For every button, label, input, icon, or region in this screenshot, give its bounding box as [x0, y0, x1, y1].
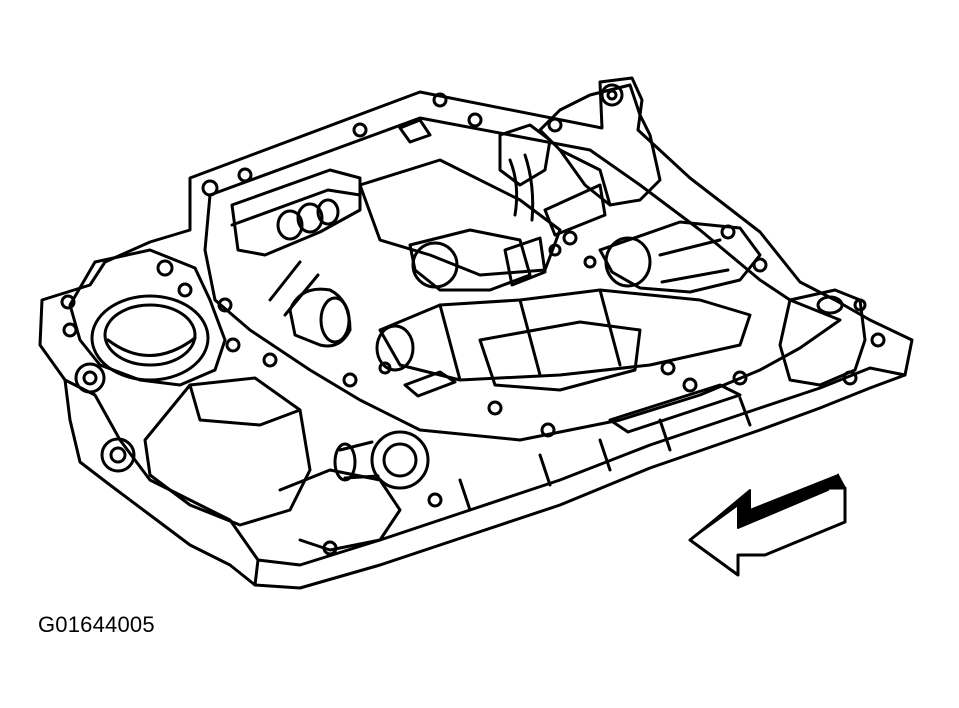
egr-port [276, 209, 304, 241]
flange-lower-edge [253, 366, 907, 587]
runner-tube [658, 238, 730, 284]
flange-bolt-holes [201, 92, 886, 556]
egr-port [316, 198, 340, 226]
inner-rim [203, 116, 842, 442]
bracket-hole [600, 83, 624, 107]
bracket-detail [543, 148, 612, 237]
plenum-runner-front [378, 288, 752, 382]
right-end-port [816, 295, 844, 315]
thermostat-outlet-inner [103, 303, 197, 367]
left-runner-tube [268, 260, 320, 317]
lower-pocket [478, 320, 642, 392]
bolt-boss [74, 362, 106, 394]
center-fitting [503, 236, 547, 287]
thermostat-housing [68, 248, 227, 387]
base-rib [458, 396, 752, 512]
manifold-flange-outline [38, 76, 914, 590]
thermostat-outlet-depth [106, 336, 197, 357]
sensor-port-end [333, 442, 357, 482]
egr-pad [230, 168, 362, 257]
rear-slot [398, 118, 432, 144]
right-runner [598, 220, 762, 294]
figure-code: G01644005 [38, 612, 155, 637]
egr-port [296, 202, 324, 234]
front-runner [278, 468, 402, 552]
sensor-port-inner [382, 442, 418, 478]
lower-slot [608, 383, 742, 434]
bolt-hole [60, 294, 76, 310]
bolt-boss [100, 437, 136, 473]
bolt-hole [109, 446, 127, 464]
sensor-port-outer [370, 430, 430, 490]
right-runner-end [604, 236, 652, 288]
bolt-hole [177, 282, 193, 298]
vacuum-tube [508, 153, 535, 222]
left-runner-port-end [319, 296, 351, 344]
bolt-hole [156, 259, 174, 277]
bolt-hole [62, 322, 78, 338]
right-end-block [778, 288, 867, 387]
egr-pad-edge [230, 188, 362, 227]
lower-slot [403, 370, 457, 398]
bolt-hole [82, 370, 98, 386]
center-fitting-end [411, 241, 459, 289]
flange-side-edge [63, 378, 260, 562]
bracket-hole-inner [606, 89, 618, 101]
bracket-tab [498, 123, 552, 187]
lower-runner-block-face [188, 383, 302, 427]
direction-arrow-icon [688, 473, 847, 577]
thermostat-outlet-outer [90, 294, 210, 382]
runner-end [375, 324, 415, 372]
rear-bracket [538, 83, 662, 207]
lower-runner-block [143, 376, 312, 527]
